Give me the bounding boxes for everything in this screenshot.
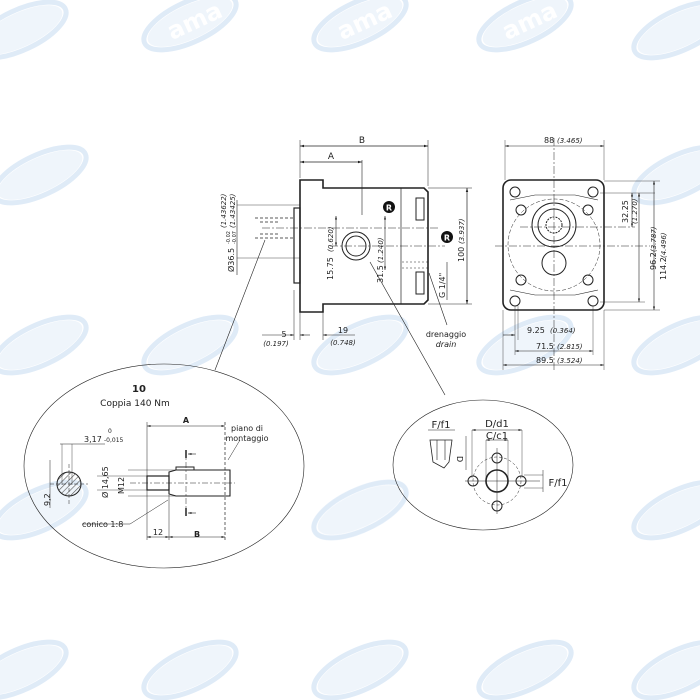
svg-text:(3.787): (3.787) xyxy=(650,226,658,252)
svg-text:(4.496): (4.496) xyxy=(660,232,668,258)
svg-text:D: D xyxy=(455,456,464,462)
svg-text:89.5: 89.5 xyxy=(536,356,554,365)
dim-b-label: B xyxy=(359,136,365,146)
svg-text:piano di: piano di xyxy=(231,424,263,433)
front-view-labels: 88 (3.465) 9.25 (0.364) 71.5 (2.815) 89.… xyxy=(527,136,668,365)
front-view xyxy=(495,138,660,370)
svg-text:(3.937): (3.937) xyxy=(458,218,466,244)
svg-text:114.2: 114.2 xyxy=(659,257,668,280)
svg-text:F/f1: F/f1 xyxy=(548,478,567,489)
svg-text:(1.43425): (1.43425) xyxy=(229,193,237,228)
svg-text:Ø 14,65: Ø 14,65 xyxy=(100,466,110,498)
svg-text:A: A xyxy=(183,416,190,425)
svg-text:Ø36.5: Ø36.5 xyxy=(226,248,236,272)
svg-text:32.25: 32.25 xyxy=(621,200,630,223)
svg-text:(3.524): (3.524) xyxy=(557,357,583,365)
svg-text:3,17: 3,17 xyxy=(84,435,102,444)
dim-a-label: A xyxy=(328,152,335,162)
svg-text:R: R xyxy=(444,234,450,243)
torque-label: Coppia 140 Nm xyxy=(100,399,170,409)
svg-text:0: 0 xyxy=(108,428,112,435)
shaft-detail-labels: 10 Coppia 140 Nm A B 12 3,17 0 -0,015 co… xyxy=(43,384,269,539)
shaft-detail xyxy=(23,363,305,569)
port-marker-r-2: R xyxy=(441,231,453,243)
svg-text:(1.43622): (1.43622) xyxy=(220,193,228,228)
svg-text:15.75: 15.75 xyxy=(326,257,335,280)
svg-text:31.5: 31.5 xyxy=(376,265,385,283)
svg-text:-0.07: -0.07 xyxy=(232,231,238,244)
svg-text:-0.02: -0.02 xyxy=(226,231,232,244)
svg-text:12: 12 xyxy=(153,528,163,537)
taper-label: conico 1:8 xyxy=(82,520,123,529)
svg-text:(1.240): (1.240) xyxy=(377,237,385,263)
side-view xyxy=(214,140,472,396)
svg-text:9.25: 9.25 xyxy=(527,326,545,335)
svg-text:(0.364): (0.364) xyxy=(550,327,576,335)
svg-text:drain: drain xyxy=(436,340,457,349)
svg-text:9,2: 9,2 xyxy=(43,493,52,506)
svg-text:(0.197): (0.197) xyxy=(263,340,289,348)
dim-5-label: 5 xyxy=(281,330,286,339)
svg-text:96.2: 96.2 xyxy=(649,252,658,270)
svg-text:D/d1: D/d1 xyxy=(485,419,509,430)
svg-text:88: 88 xyxy=(544,136,554,145)
port-marker-r-1: R xyxy=(383,201,395,213)
port-detail-labels: F/f1 D/d1 C/c1 F/f1 D xyxy=(431,419,567,489)
side-view-labels: B A 5 (0.197) 19 (0.748) drenaggio drain… xyxy=(220,136,466,349)
svg-text:C/c1: C/c1 xyxy=(486,431,508,442)
svg-text:F/f1: F/f1 xyxy=(431,420,450,431)
svg-text:(0.748): (0.748) xyxy=(330,339,356,347)
svg-text:71.5: 71.5 xyxy=(536,342,554,351)
svg-text:100: 100 xyxy=(457,247,466,262)
port-detail xyxy=(392,399,574,531)
svg-text:(1.270): (1.270) xyxy=(631,198,639,224)
svg-text:M12: M12 xyxy=(117,477,126,494)
svg-text:montaggio: montaggio xyxy=(225,434,268,443)
svg-text:-0,015: -0,015 xyxy=(104,437,124,444)
shaft-code: 10 xyxy=(132,384,146,395)
svg-text:(2.815): (2.815) xyxy=(557,343,583,351)
drain-label: drenaggio xyxy=(426,330,466,339)
svg-text:B: B xyxy=(194,530,200,539)
dim-19-label: 19 xyxy=(338,326,348,335)
svg-text:G 1/4": G 1/4" xyxy=(438,273,447,298)
svg-text:(3.465): (3.465) xyxy=(557,137,583,145)
svg-text:R: R xyxy=(386,204,392,213)
svg-text:(0.620): (0.620) xyxy=(327,226,335,252)
